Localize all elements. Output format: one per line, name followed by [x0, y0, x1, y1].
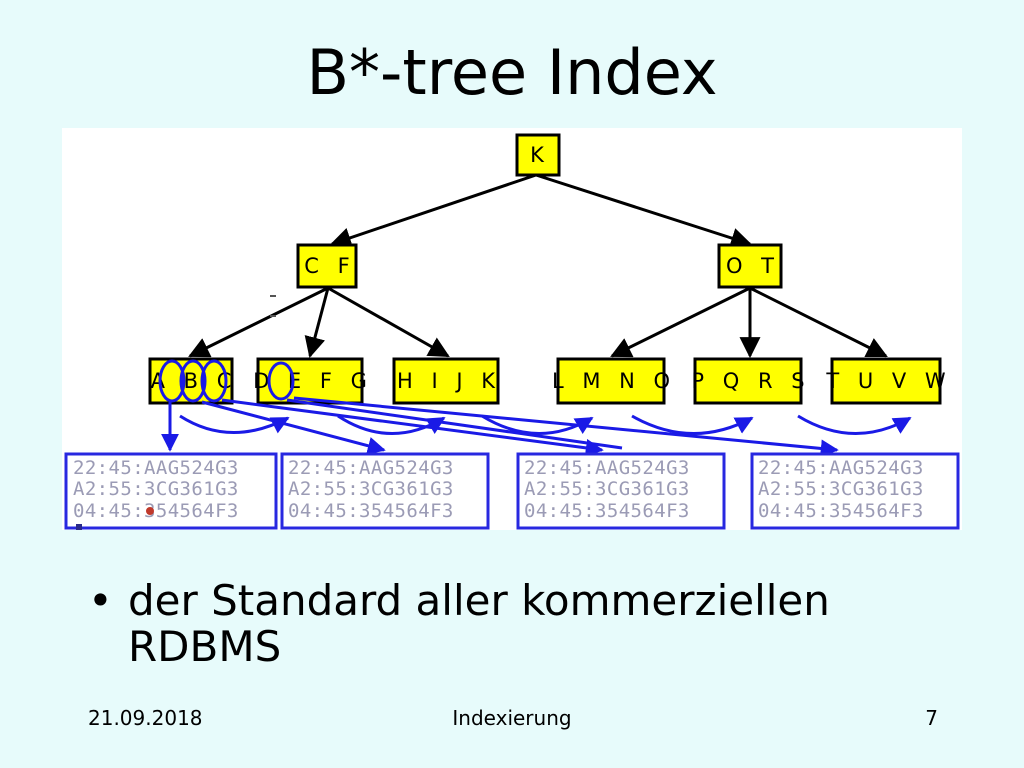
leaf-node-pqrs: P Q R S	[691, 357, 810, 405]
record-line: A2:55:3CG361G3	[524, 478, 690, 500]
node-label: D E F G	[253, 369, 373, 393]
footer-title: Indexierung	[452, 706, 572, 730]
pointer-d-extra	[286, 398, 623, 450]
node-label: P Q R S	[691, 369, 810, 393]
pointer-d-block4	[293, 396, 839, 458]
sibling-link	[797, 414, 912, 435]
node-label: K	[530, 143, 550, 167]
b-tree-diagram: K C F O T A B C D E F G H I J K L M N O	[62, 128, 962, 530]
decorative-dot	[146, 507, 154, 515]
edge-cf-abc	[188, 286, 329, 358]
edge-cf-defg	[304, 287, 330, 359]
record-line: 04:45:354564F3	[524, 500, 690, 522]
node-label: T U V W	[825, 369, 951, 393]
bullet-text: der Standard aller kommerziellen RDBMS	[128, 576, 830, 671]
record-line: 22:45:AAG524G3	[524, 457, 690, 479]
key-highlight-d	[267, 361, 295, 401]
data-block-1: 22:45:AAG524G3 A2:55:3CG361G3 04:45:3545…	[64, 452, 278, 530]
footer-page-number: 7	[925, 706, 938, 730]
data-block-2: 22:45:AAG524G3 A2:55:3CG361G3 04:45:3545…	[280, 452, 490, 530]
slide-title: B*-tree Index	[306, 36, 718, 109]
key-highlight-a	[158, 359, 186, 403]
edge-ot-tuvw	[749, 286, 888, 358]
record-line: 04:45:354564F3	[288, 500, 454, 522]
leaf-node-tuvw: T U V W	[825, 357, 951, 405]
record-line: A2:55:3CG361G3	[758, 478, 924, 500]
leaf-node-hijk: H I J K	[392, 357, 501, 405]
record-line: A2:55:3CG361G3	[73, 478, 239, 500]
edge-root-cf	[330, 173, 537, 248]
node-label: A B C	[151, 369, 238, 393]
bullet-list: • der Standard aller kommerziellen RDBMS	[88, 578, 948, 670]
record-line: 04:45:354564F3	[758, 500, 924, 522]
node-label: C F	[304, 254, 355, 278]
sibling-link	[631, 414, 754, 435]
b-tree-svg: K C F O T A B C D E F G H I J K L M N O	[64, 133, 960, 530]
leaf-node-lmno: L M N O	[552, 357, 676, 405]
record-line: 04:45:354564F3	[73, 500, 239, 522]
tree-node-cf: C F	[296, 243, 358, 289]
sibling-link	[179, 414, 290, 434]
record-line: 22:45:AAG524G3	[73, 457, 239, 479]
tree-node-root: K	[515, 133, 561, 177]
tree-node-ot: O T	[717, 243, 783, 289]
bullet-item: • der Standard aller kommerziellen RDBMS	[88, 578, 948, 670]
edge-root-ot	[535, 173, 752, 249]
bullet-dot-icon: •	[88, 576, 113, 625]
pointer-c-block3	[221, 398, 604, 457]
record-line: A2:55:3CG361G3	[288, 478, 454, 500]
pointer-b-block2	[201, 400, 386, 455]
record-line: 22:45:AAG524G3	[758, 457, 924, 479]
edge-cf-hijk	[327, 286, 450, 358]
node-label: H I J K	[397, 369, 501, 393]
node-label: L M N O	[552, 369, 676, 393]
key-highlight-b	[179, 359, 207, 403]
node-label: O T	[726, 254, 780, 278]
data-block-4: 22:45:AAG524G3 A2:55:3CG361G3 04:45:3545…	[750, 452, 960, 530]
leaf-node-defg: D E F G	[253, 357, 373, 405]
record-line: 22:45:AAG524G3	[288, 457, 454, 479]
edge-ot-lmno	[610, 286, 751, 358]
footer-date: 21.09.2018	[88, 706, 203, 730]
sibling-link	[337, 414, 446, 435]
key-highlight-c	[200, 359, 228, 403]
decorative-mark	[76, 524, 82, 530]
data-block-3: 22:45:AAG524G3 A2:55:3CG361G3 04:45:3545…	[516, 452, 726, 530]
